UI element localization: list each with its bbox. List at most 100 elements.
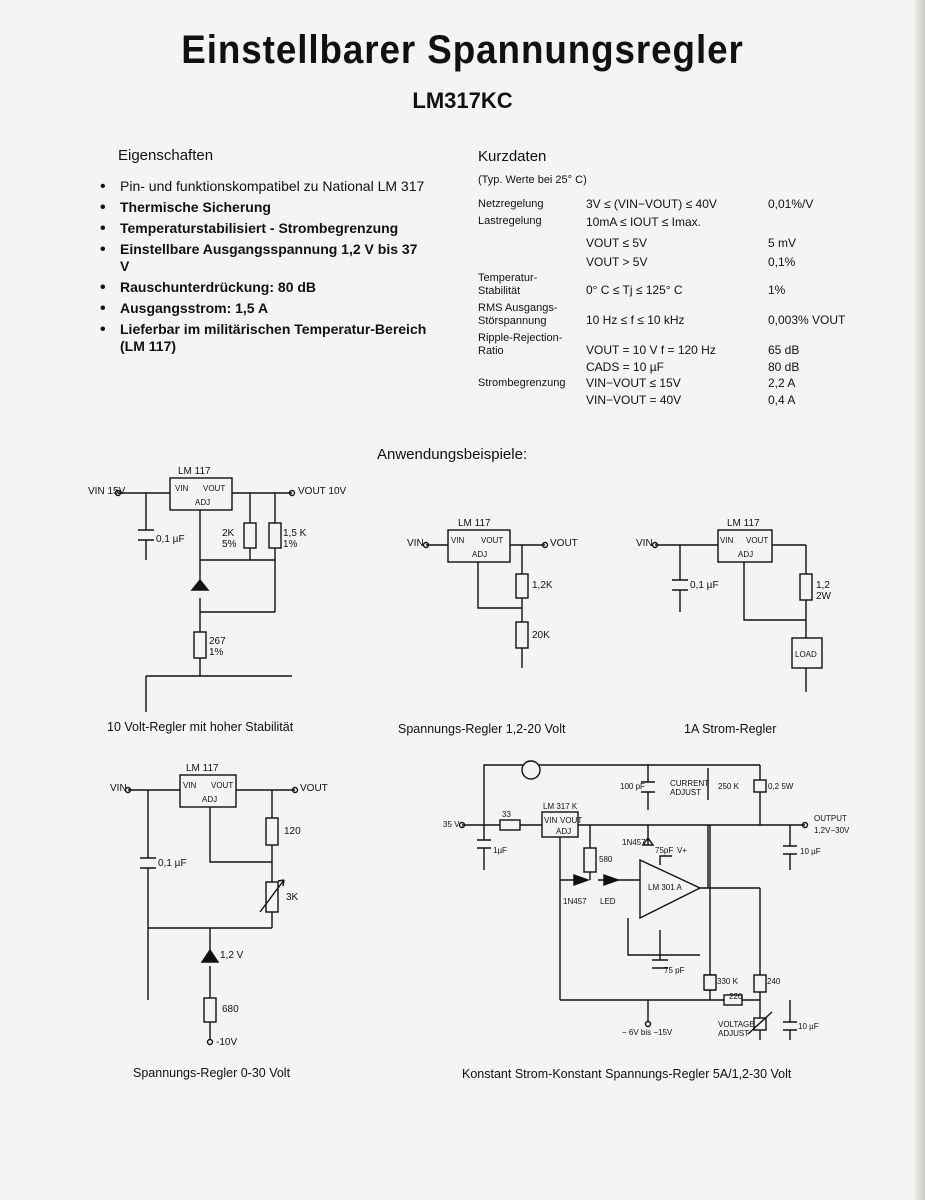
resistor-label: 1,5 K 1% bbox=[283, 528, 307, 550]
ic-label: LM 317 K bbox=[543, 802, 578, 811]
diode-label: 1N457 bbox=[622, 838, 646, 847]
features-list: Pin- und funktionskompatibel zu National… bbox=[100, 178, 430, 359]
pin-adj: ADJ bbox=[738, 550, 754, 559]
kd-value: 0,003% VOUT bbox=[768, 313, 846, 327]
output-label: VOUT 10V bbox=[298, 486, 347, 497]
feature-item: Rauschunterdrückung: 80 dB bbox=[100, 279, 430, 296]
diode-label: 1N457 bbox=[563, 897, 587, 906]
led-label: LED bbox=[600, 897, 616, 906]
feature-item: Lieferbar im militärischen Temperatur-Be… bbox=[100, 321, 430, 355]
kd-value: 80 dB bbox=[768, 360, 800, 374]
pin-vout: VOUT bbox=[481, 536, 504, 545]
pin-vin: VIN bbox=[544, 816, 558, 825]
input-label: VIN 15V bbox=[88, 486, 126, 497]
caption-0-30v-regulator: Spannungs-Regler 0-30 Volt bbox=[133, 1066, 291, 1080]
kd-label: Lastregelung bbox=[478, 215, 542, 227]
kd-value: 2,2 A bbox=[768, 376, 796, 390]
cap-label: 0,1 µF bbox=[156, 534, 185, 545]
pin-vout: VOUT bbox=[746, 536, 769, 545]
resistor-label: 2K 5% bbox=[222, 528, 237, 550]
examples-heading: Anwendungsbeispiele: bbox=[377, 446, 528, 463]
kd-cond: VIN−VOUT ≤ 15V bbox=[586, 376, 681, 390]
resistor-label: 1,2K bbox=[532, 580, 553, 591]
page-edge bbox=[913, 0, 925, 1200]
caption-10v-regulator: 10 Volt-Regler mit hoher Stabilität bbox=[107, 720, 294, 734]
kd-label: RMS Ausgangs-Störspannung bbox=[478, 302, 558, 327]
circuit-0-30v-regulator bbox=[124, 774, 299, 1046]
kd-cond: 0° C ≤ Tj ≤ 125° C bbox=[586, 283, 683, 297]
resistor-label: 0,2 5W bbox=[768, 782, 794, 791]
kd-label: Temperatur-Stabilität bbox=[478, 272, 538, 297]
resistor-label: 20K bbox=[532, 630, 550, 641]
cap-label: 75 pF bbox=[664, 966, 685, 975]
supply-label: -10V bbox=[216, 1037, 238, 1048]
cap-label: 0,1 µF bbox=[690, 580, 719, 591]
pin-vin: VIN bbox=[720, 536, 734, 545]
kd-value: 0,1% bbox=[768, 255, 796, 269]
caption-cc-cv-regulator: Konstant Strom-Konstant Spannungs-Regler… bbox=[462, 1067, 792, 1081]
kd-value: 65 dB bbox=[768, 343, 800, 357]
pot-label: CURRENT ADJUST bbox=[670, 779, 709, 797]
feature-item: Pin- und funktionskompatibel zu National… bbox=[100, 178, 430, 195]
pin-vout: VOUT bbox=[203, 484, 226, 493]
kd-label: Ripple-Rejection-Ratio bbox=[478, 332, 563, 357]
output-label: OUTPUT bbox=[814, 814, 847, 823]
pin-vin: VIN bbox=[183, 781, 197, 790]
kd-cond: VOUT > 5V bbox=[586, 255, 648, 269]
pin-vout: VOUT bbox=[211, 781, 234, 790]
features-heading: Eigenschaften bbox=[118, 147, 214, 164]
output-label: VOUT bbox=[550, 538, 578, 549]
kd-cond: CADS = 10 µF bbox=[586, 360, 664, 374]
pin-adj: ADJ bbox=[556, 827, 572, 836]
input-label: VIN bbox=[636, 538, 653, 549]
caption-1a-current-regulator: 1A Strom-Regler bbox=[684, 722, 777, 736]
kd-cond: 10 Hz ≤ f ≤ 10 kHz bbox=[586, 313, 685, 327]
pot-label: VOLTAGE ADJUST bbox=[718, 1020, 755, 1038]
cap-label: 10 µF bbox=[798, 1022, 819, 1031]
kd-value: 0,01%/V bbox=[768, 197, 814, 211]
kd-cond: 10mA ≤ IOUT ≤ Imax. bbox=[586, 215, 701, 229]
pin-adj: ADJ bbox=[472, 550, 488, 559]
zener-label: 1,2 V bbox=[220, 950, 244, 961]
resistor-label: 1,2 2W bbox=[816, 580, 831, 602]
resistor-label: 580 bbox=[599, 855, 613, 864]
kurzdaten-note: (Typ. Werte bei 25° C) bbox=[478, 174, 587, 186]
output-label: VOUT bbox=[300, 783, 328, 794]
page-title: Einstellbarer Spannungsregler bbox=[181, 28, 744, 72]
cap-label: 75pF bbox=[655, 846, 674, 855]
resistor-label: 330 K bbox=[717, 977, 738, 986]
kd-value: 5 mV bbox=[768, 236, 797, 250]
circuit-10v-regulator bbox=[114, 477, 296, 712]
ic-label: LM 117 bbox=[458, 518, 491, 529]
opamp-label: LM 301 A bbox=[648, 883, 682, 892]
circuit-1-2-20v-regulator bbox=[422, 529, 549, 668]
circuit-1a-current-regulator bbox=[651, 529, 823, 692]
ic-label: LM 117 bbox=[186, 763, 219, 774]
input-label: VIN bbox=[110, 783, 127, 794]
pin-vin: VIN bbox=[175, 484, 189, 493]
resistor-label: 120 bbox=[284, 826, 301, 837]
resistor-label: 3K bbox=[286, 892, 299, 903]
cap-label: 1µF bbox=[493, 846, 507, 855]
vplus-label: V+ bbox=[677, 846, 688, 855]
kd-cond: VOUT ≤ 5V bbox=[586, 236, 648, 250]
pot-label: 250 K bbox=[718, 782, 739, 791]
resistor-label: 240 bbox=[767, 977, 781, 986]
kd-value: 0,4 A bbox=[768, 393, 796, 407]
circuit-cc-cv-regulator bbox=[458, 760, 809, 1040]
supply-label: − 6V bis −15V bbox=[622, 1028, 673, 1037]
kd-label: Netzregelung bbox=[478, 198, 544, 210]
resistor-label: 267 1% bbox=[209, 636, 226, 658]
output-range-label: 1,2V−30V bbox=[814, 826, 850, 835]
kd-cond: 3V ≤ (VIN−VOUT) ≤ 40V bbox=[586, 197, 717, 211]
kd-cond: VOUT = 10 V f = 120 Hz bbox=[586, 343, 716, 357]
caption-1-2-20v-regulator: Spannungs-Regler 1,2-20 Volt bbox=[398, 722, 566, 736]
kurzdaten-heading: Kurzdaten bbox=[478, 148, 547, 165]
cap-label: 100 pF bbox=[620, 782, 645, 791]
cap-label: 0,1 µF bbox=[158, 858, 187, 869]
load-label: LOAD bbox=[795, 650, 817, 659]
ic-label: LM 117 bbox=[727, 518, 760, 529]
resistor-label: 33 bbox=[502, 810, 511, 819]
ic-label: LM 117 bbox=[178, 466, 211, 477]
pin-adj: ADJ bbox=[202, 795, 218, 804]
